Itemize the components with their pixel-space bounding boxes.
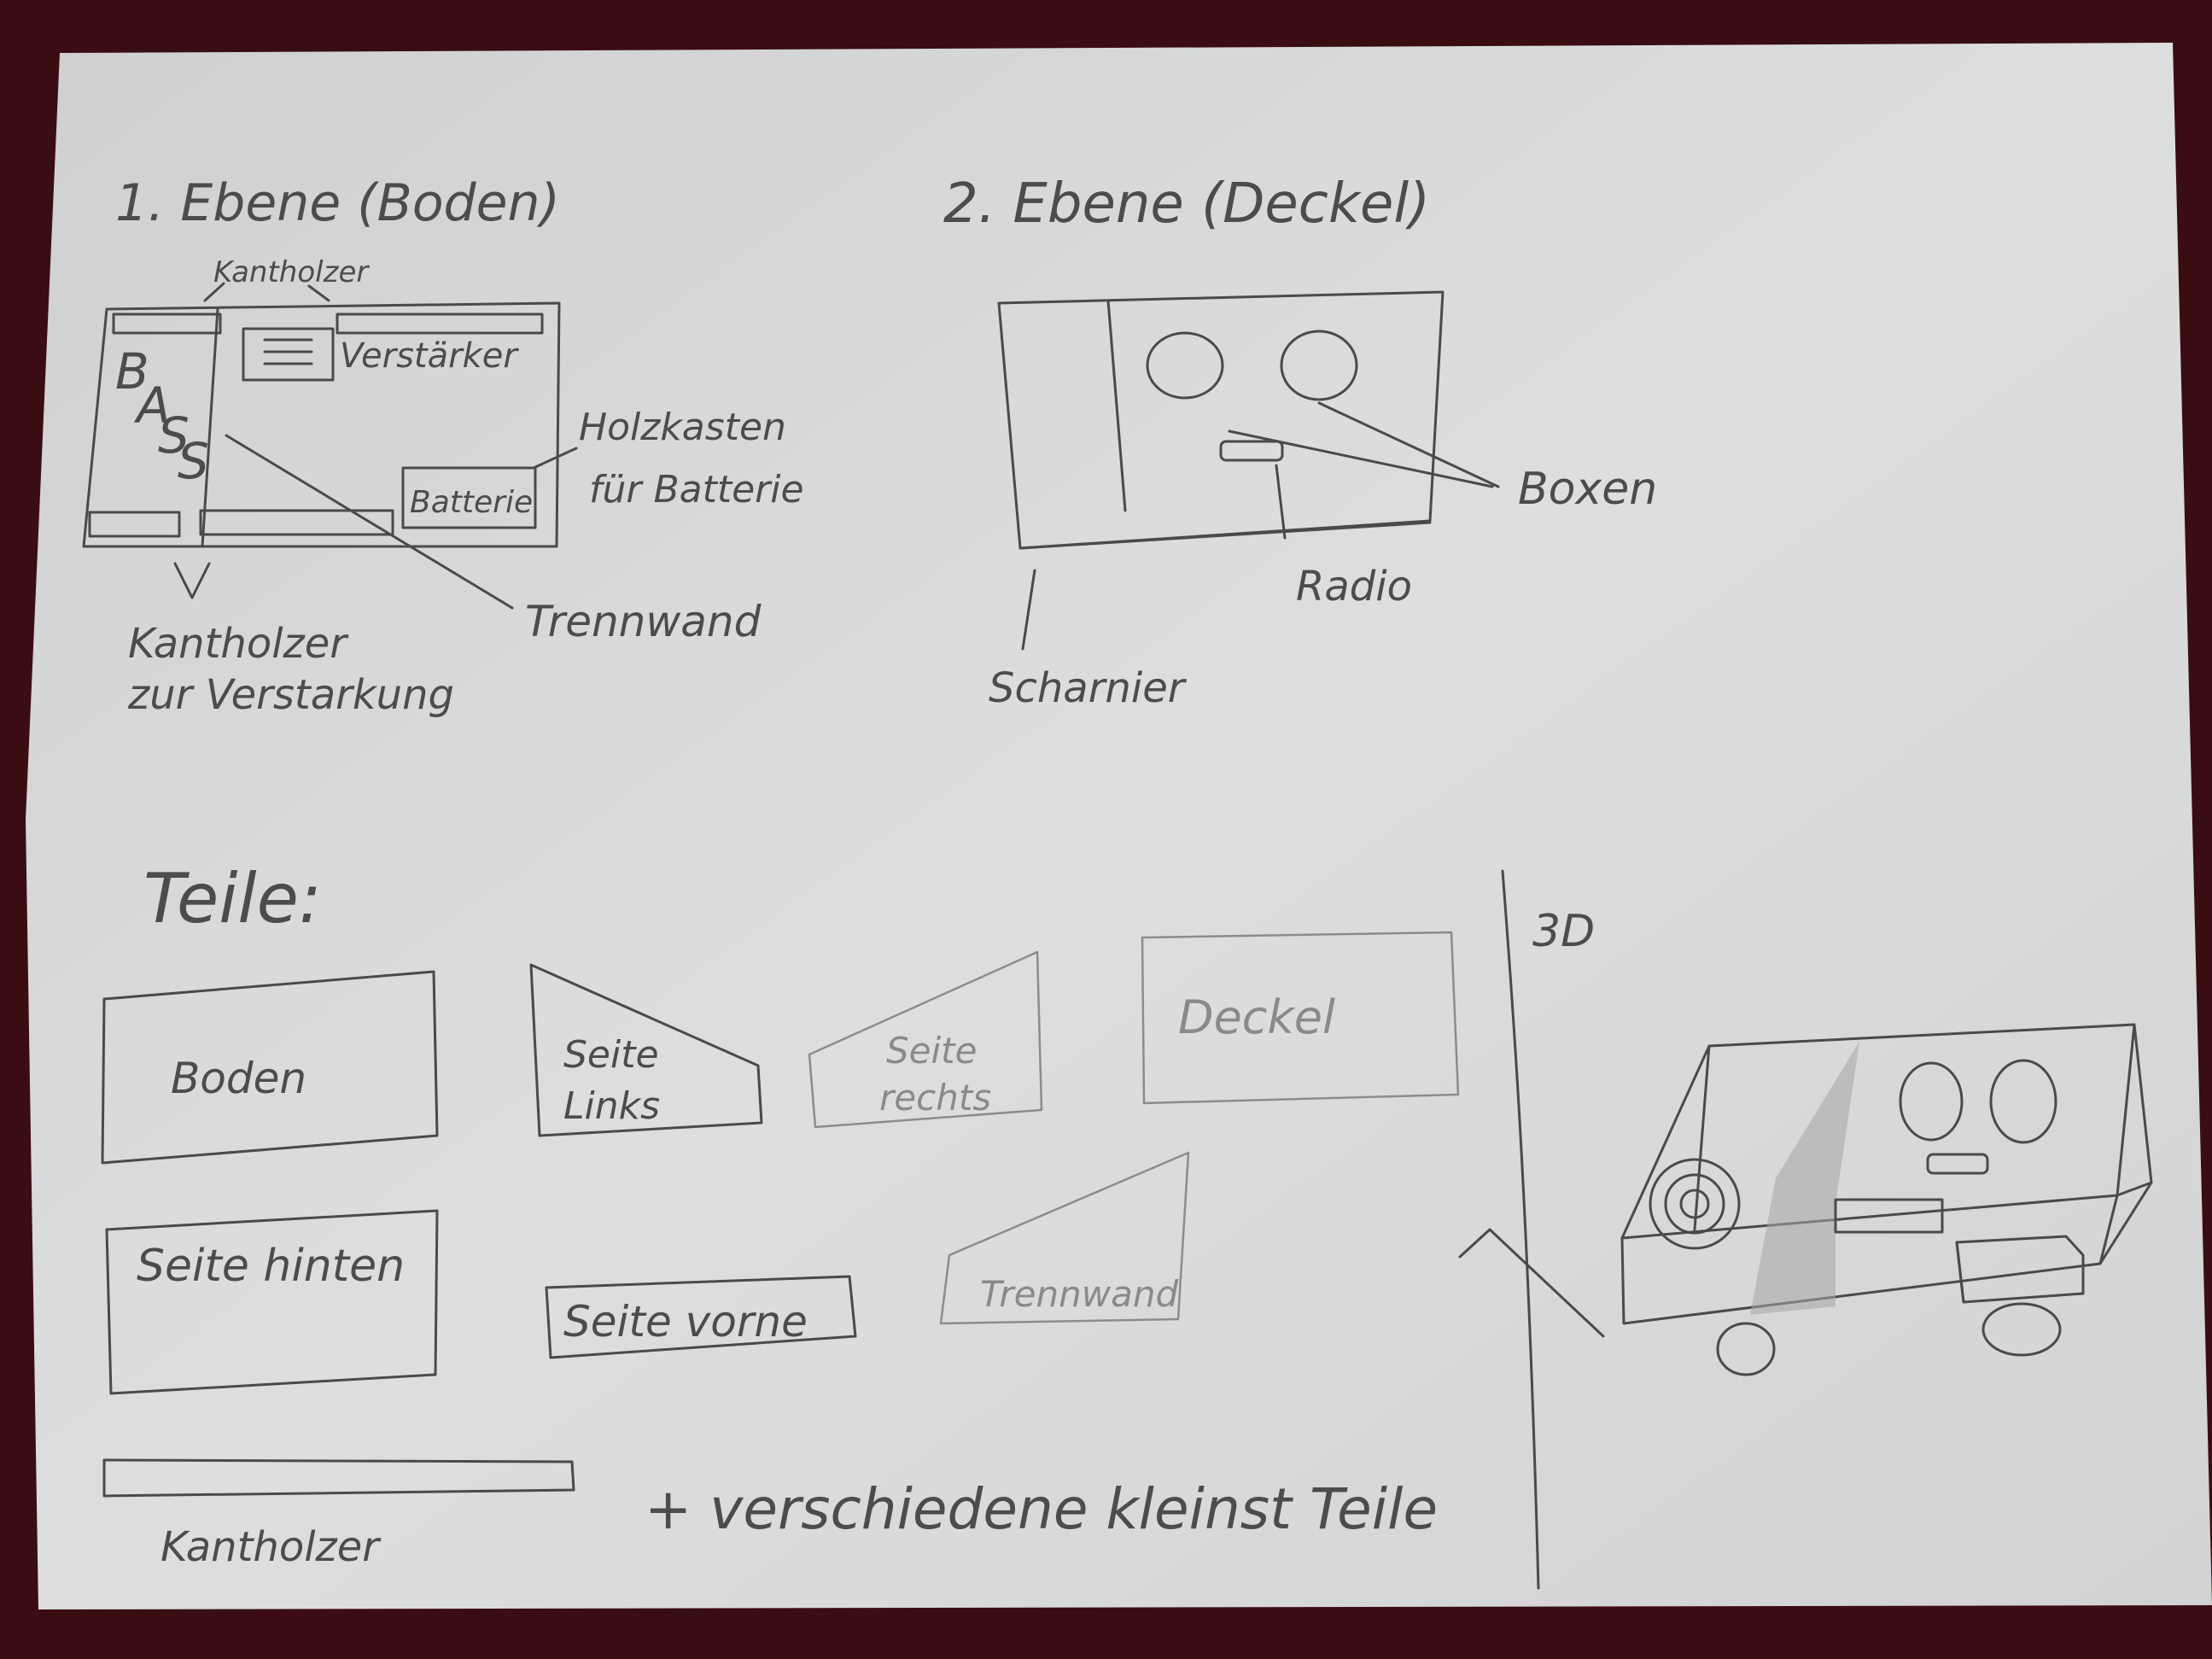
- part-kantholzer: [102, 1458, 575, 1498]
- level1-title: 1. Ebene (Boden): [115, 173, 560, 233]
- amplifier-box: [242, 327, 335, 382]
- wheel-left: [1716, 1322, 1776, 1376]
- view3d-section: 3D: [1458, 906, 2153, 1376]
- floor-plan-box: [82, 301, 561, 548]
- divider-line: [1501, 869, 1540, 1590]
- label-kantholzer-2: zur Verstarkung: [127, 671, 454, 719]
- label-radio: Radio: [1296, 563, 1412, 610]
- lid-plan-box: [997, 290, 1445, 550]
- level2-section: 2. Ebene (Deckel) Boxen Radio Scharnier: [943, 172, 1657, 712]
- part-boden: [101, 970, 439, 1165]
- handle-3d: [1458, 1228, 1605, 1338]
- speaker-left: [1146, 331, 1224, 400]
- label-kantholzer-1: Kantholzer: [128, 620, 349, 668]
- level2-title: 2. Ebene (Deckel): [943, 172, 1430, 236]
- label-batterie: Batterie: [410, 485, 533, 520]
- part-deckel-label: Deckel: [1178, 990, 1335, 1044]
- radio-box: [1219, 440, 1284, 462]
- label-holzkasten-1: Holzkasten: [579, 406, 786, 449]
- part-seite-rechts: [808, 950, 1043, 1129]
- parts-section: Teile: Boden Seite Links Seite rechts De…: [101, 859, 1460, 1571]
- label-kantholzer-top: Kantholzer: [213, 255, 370, 289]
- paper-sheet: [26, 43, 2212, 1609]
- label-scharnier: Scharnier: [989, 664, 1188, 712]
- label-boxen: Boxen: [1518, 464, 1657, 515]
- label-verstaerker: Verstärker: [340, 336, 519, 376]
- part-kantholzer-label: Kantholzer: [161, 1523, 382, 1571]
- part-seite-vorne: [545, 1275, 857, 1359]
- part-trennwand: [939, 1151, 1190, 1325]
- part-seite-hinten-label: Seite hinten: [137, 1241, 405, 1292]
- view3d-label: 3D: [1532, 906, 1595, 957]
- label-trennwand: Trennwand: [525, 597, 762, 646]
- part-boden-label: Boden: [171, 1054, 306, 1103]
- battery-box: [401, 466, 537, 529]
- level1-section: 1. Ebene (Boden) Kantholzer Verstärker B…: [82, 173, 804, 719]
- part-seite-links: [529, 963, 763, 1137]
- speaker-right: [1280, 330, 1358, 401]
- part-seite-rechts-label-2: rechts: [879, 1077, 991, 1119]
- parts-heading: Teile:: [143, 859, 322, 938]
- wheel-right: [1981, 1302, 2062, 1357]
- bass-speaker-3d: [1649, 1158, 1741, 1250]
- part-trennwand-label: Trennwand: [980, 1273, 1178, 1315]
- part-seite-rechts-label-1: Seite: [886, 1030, 977, 1072]
- part-seite-links-label-2: Links: [563, 1084, 660, 1128]
- part-seite-links-label-1: Seite: [563, 1033, 659, 1077]
- divider-wall-3d: [1750, 1042, 1859, 1315]
- parts-kleinteile: + verschiedene kleinst Teile: [645, 1476, 1438, 1542]
- part-seite-hinten: [105, 1209, 439, 1395]
- label-holzkasten-2: für Batterie: [589, 468, 804, 511]
- part-deckel: [1141, 931, 1460, 1105]
- part-seite-vorne-label: Seite vorne: [563, 1297, 808, 1346]
